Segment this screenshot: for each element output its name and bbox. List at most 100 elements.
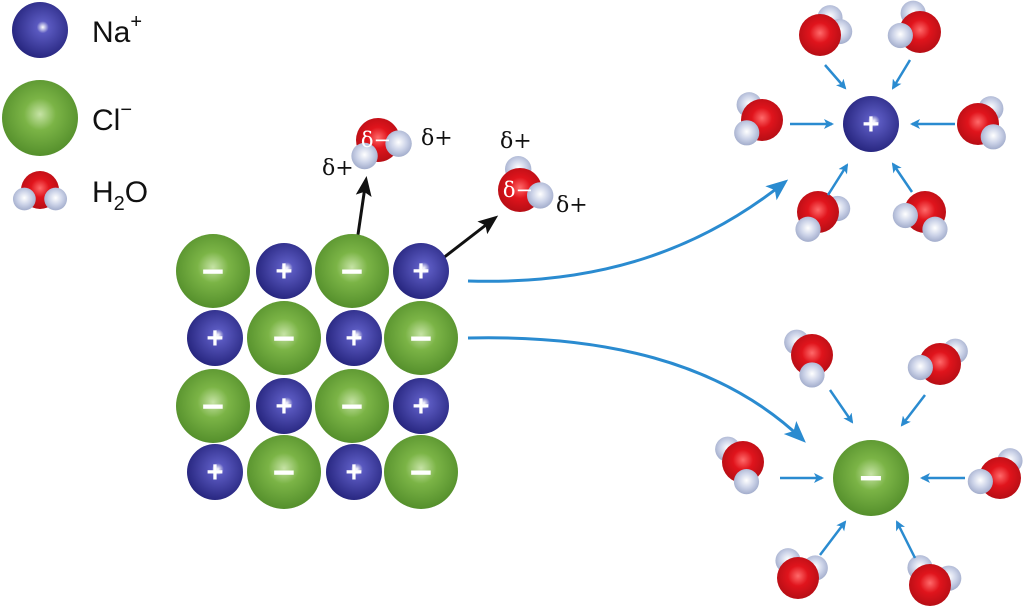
chloride-ion: − xyxy=(176,234,250,308)
attraction-arrow xyxy=(828,389,854,424)
water-molecule xyxy=(907,555,962,606)
sodium-ion: + xyxy=(843,96,899,152)
cl-sphere xyxy=(176,369,250,443)
hydrogen-atom xyxy=(799,362,825,388)
chloride-ion: − xyxy=(247,301,321,375)
water-molecule xyxy=(734,92,783,146)
sodium-ion: + xyxy=(256,243,312,299)
cl-sphere xyxy=(247,301,321,375)
hydrogen-atom xyxy=(734,120,760,146)
minus-sign: − xyxy=(410,317,433,360)
chloride-ion: − xyxy=(384,435,458,509)
water-molecule xyxy=(795,191,851,242)
arrow-water-leaving-2 xyxy=(437,215,499,264)
sodium-ion: + xyxy=(187,444,243,500)
attraction-arrow xyxy=(891,162,914,193)
delta-minus-label: δ− xyxy=(503,178,533,202)
sodium-ion: + xyxy=(393,243,449,299)
delta-plus-label: δ+ xyxy=(556,193,588,218)
na-sphere xyxy=(256,243,312,299)
water-molecule xyxy=(907,338,968,385)
chloride-ion: − xyxy=(176,369,250,443)
plus-sign: + xyxy=(345,322,362,355)
attraction-arrow xyxy=(891,59,912,90)
hydrogen-atom xyxy=(12,187,36,211)
hydrogen-atom xyxy=(526,182,554,209)
water-molecule xyxy=(784,329,833,388)
water-molecule xyxy=(892,191,948,242)
minus-sign: − xyxy=(273,317,296,360)
cl-sphere xyxy=(384,301,458,375)
sodium-ion: + xyxy=(256,378,312,434)
cl-sphere xyxy=(315,369,389,443)
hydrogen-atom xyxy=(907,354,933,381)
chloride-ion: − xyxy=(384,301,458,375)
sodium-ion: + xyxy=(326,310,382,366)
water-molecule xyxy=(12,171,68,211)
na-sphere xyxy=(187,444,243,500)
na-sphere xyxy=(393,378,449,434)
na-sphere xyxy=(326,444,382,500)
delta-plus-label: δ+ xyxy=(421,126,453,151)
oxygen-atom xyxy=(777,557,819,599)
hydrogen-atom xyxy=(44,187,68,211)
chloride-ion: − xyxy=(315,234,389,308)
water-molecules: δ− δ− xyxy=(351,118,554,212)
sodium-ion: + xyxy=(326,444,382,500)
na-sphere xyxy=(843,96,899,152)
water-molecule xyxy=(967,448,1023,499)
chloride-ion: − xyxy=(247,435,321,509)
plus-sign: + xyxy=(862,108,879,141)
sodium-ion: + xyxy=(187,310,243,366)
hydrogen-atom xyxy=(967,468,993,495)
hydrogen-atom xyxy=(887,22,913,49)
sodium-ion: + xyxy=(393,378,449,434)
minus-sign: − xyxy=(273,451,296,494)
minus-sign: − xyxy=(341,250,364,293)
plus-sign: + xyxy=(412,390,429,423)
minus-sign: − xyxy=(341,385,364,428)
cl-sphere xyxy=(247,435,321,509)
hydrogen-atom xyxy=(351,142,378,170)
attraction-arrow xyxy=(895,520,917,559)
plus-sign: + xyxy=(275,255,292,288)
hydrated-ions: +− xyxy=(715,0,1023,606)
plus-sign: + xyxy=(412,255,429,288)
oxygen-atom xyxy=(791,334,833,376)
delta-plus-label: δ+ xyxy=(500,129,532,154)
cl-sphere xyxy=(384,435,458,509)
hydrogen-atom xyxy=(922,216,948,242)
hydrogen-atom xyxy=(892,202,918,229)
water-molecule: δ− xyxy=(498,155,554,212)
oxygen-atom xyxy=(799,14,841,56)
cl-sphere xyxy=(833,440,909,516)
plus-sign: + xyxy=(206,322,223,355)
legend: Na+ Cl− H2O xyxy=(2,2,148,215)
attraction-arrow xyxy=(824,64,847,90)
partial-charge-labels: δ+ δ+ δ+ δ+ xyxy=(322,126,588,218)
water-molecule xyxy=(775,548,828,599)
na-sphere xyxy=(326,310,382,366)
cl-sphere xyxy=(315,234,389,308)
water-molecule xyxy=(887,0,941,53)
legend-na-icon xyxy=(12,2,68,58)
minus-sign: − xyxy=(202,385,225,428)
minus-sign: − xyxy=(410,451,433,494)
na-sphere xyxy=(187,310,243,366)
legend-cl-icon xyxy=(2,80,78,156)
attraction-arrow xyxy=(900,394,926,427)
attraction-arrow xyxy=(826,163,849,196)
legend-na-label: Na+ xyxy=(92,11,142,49)
cl-sphere xyxy=(176,234,250,308)
chloride-ion: − xyxy=(315,369,389,443)
arrow-to-hydrated-cl xyxy=(467,336,806,443)
delta-minus-label: δ− xyxy=(361,128,391,152)
hydrogen-atom xyxy=(795,216,821,242)
minus-sign: − xyxy=(859,457,882,501)
na-sphere xyxy=(393,243,449,299)
na-sphere xyxy=(256,378,312,434)
legend-water-icon xyxy=(12,171,68,211)
water-molecule: δ− xyxy=(351,118,412,170)
arrow-to-hydrated-na xyxy=(467,179,789,283)
